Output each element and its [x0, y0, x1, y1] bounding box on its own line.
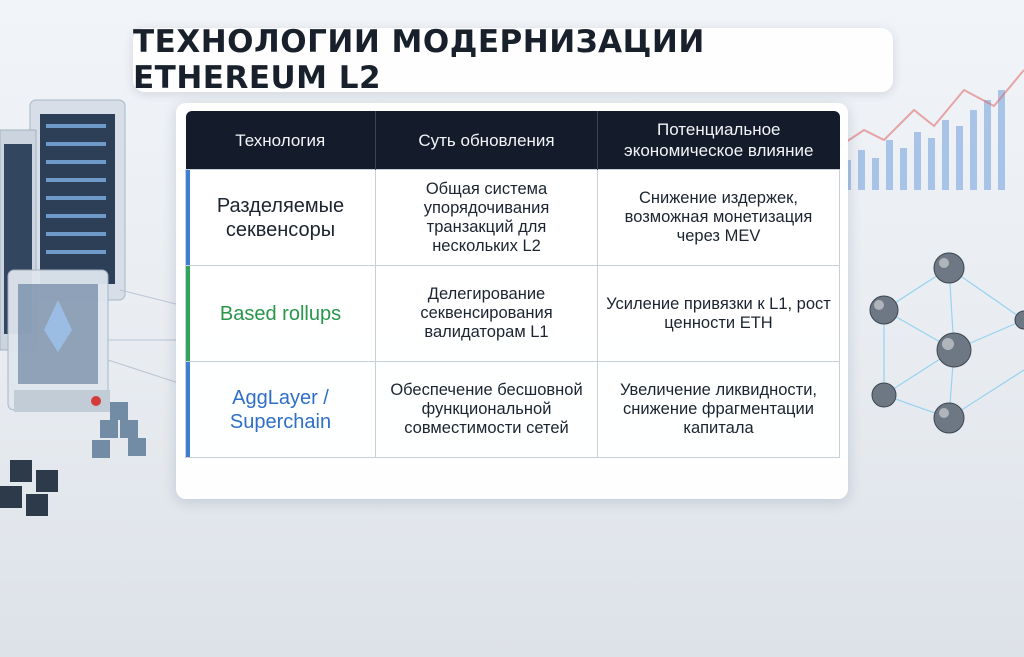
table-row: Разделяемые секвенсоры Общая система упо…: [185, 169, 840, 266]
table-row: AggLayer / Superchain Обеспечение бесшов…: [185, 361, 840, 458]
technology-table: Технология Суть обновления Потенциальное…: [185, 111, 840, 458]
page-title: ТЕХНОЛОГИИ МОДЕРНИЗАЦИИ ETHEREUM L2: [133, 24, 705, 96]
essence-cell: Общая система упорядочивания транзакций …: [375, 169, 598, 266]
header-essence: Суть обновления: [375, 111, 598, 170]
technology-cell: Разделяемые секвенсоры: [185, 169, 376, 266]
table-row: Based rollups Делегирование секвенсирова…: [185, 265, 840, 362]
header-impact: Потенциальное экономическое влияние: [597, 111, 840, 170]
impact-cell: Усиление привязки к L1, рост ценности ET…: [597, 265, 840, 362]
essence-cell: Делегирование секвенсирования валидатора…: [375, 265, 598, 362]
header-technology: Технология: [185, 111, 376, 170]
impact-cell: Снижение издержек, возможная монетизация…: [597, 169, 840, 266]
server-rack-illustration: [0, 99, 200, 516]
technology-cell: Based rollups: [185, 265, 376, 362]
title-card: ТЕХНОЛОГИИ МОДЕРНИЗАЦИИ ETHEREUM L2: [133, 24, 893, 96]
impact-cell: Увеличение ликвидности, снижение фрагмен…: [597, 361, 840, 458]
essence-cell: Обеспечение бесшовной функциональной сов…: [375, 361, 598, 458]
network-chart-illustration: [833, 69, 1024, 434]
technology-cell: AggLayer / Superchain: [185, 361, 376, 458]
table-header-row: Технология Суть обновления Потенциальное…: [185, 111, 840, 170]
table-card: Технология Суть обновления Потенциальное…: [176, 103, 848, 499]
